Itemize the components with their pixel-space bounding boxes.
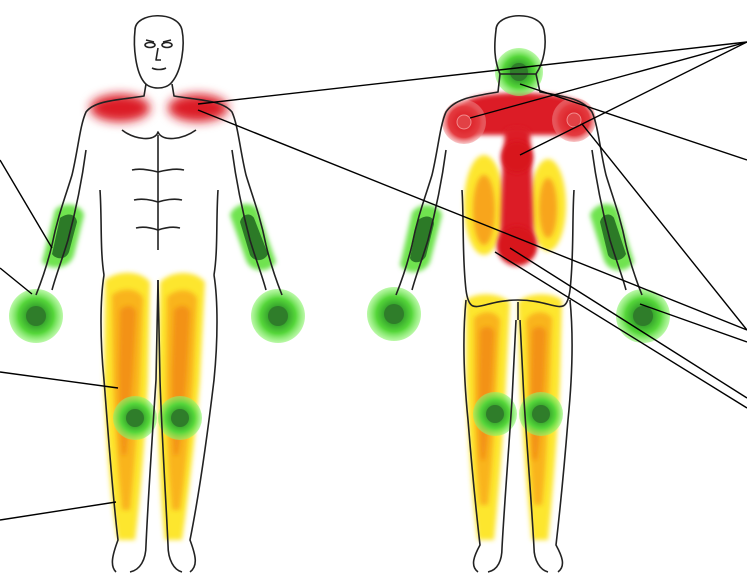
- callout-line-knee-left: [0, 372, 118, 388]
- callout-line-forearm-left: [0, 160, 52, 248]
- knees-back-heat: [473, 392, 563, 436]
- callout-line-shoulder-front: [198, 42, 747, 104]
- knees-front-heat: [113, 396, 202, 440]
- callout-line-hand-left: [0, 268, 32, 294]
- front-view: [0, 16, 305, 572]
- callout-line-leg-left: [0, 502, 116, 520]
- forearms-front-heat: [42, 204, 276, 270]
- shoulders-front-heat: [90, 94, 228, 122]
